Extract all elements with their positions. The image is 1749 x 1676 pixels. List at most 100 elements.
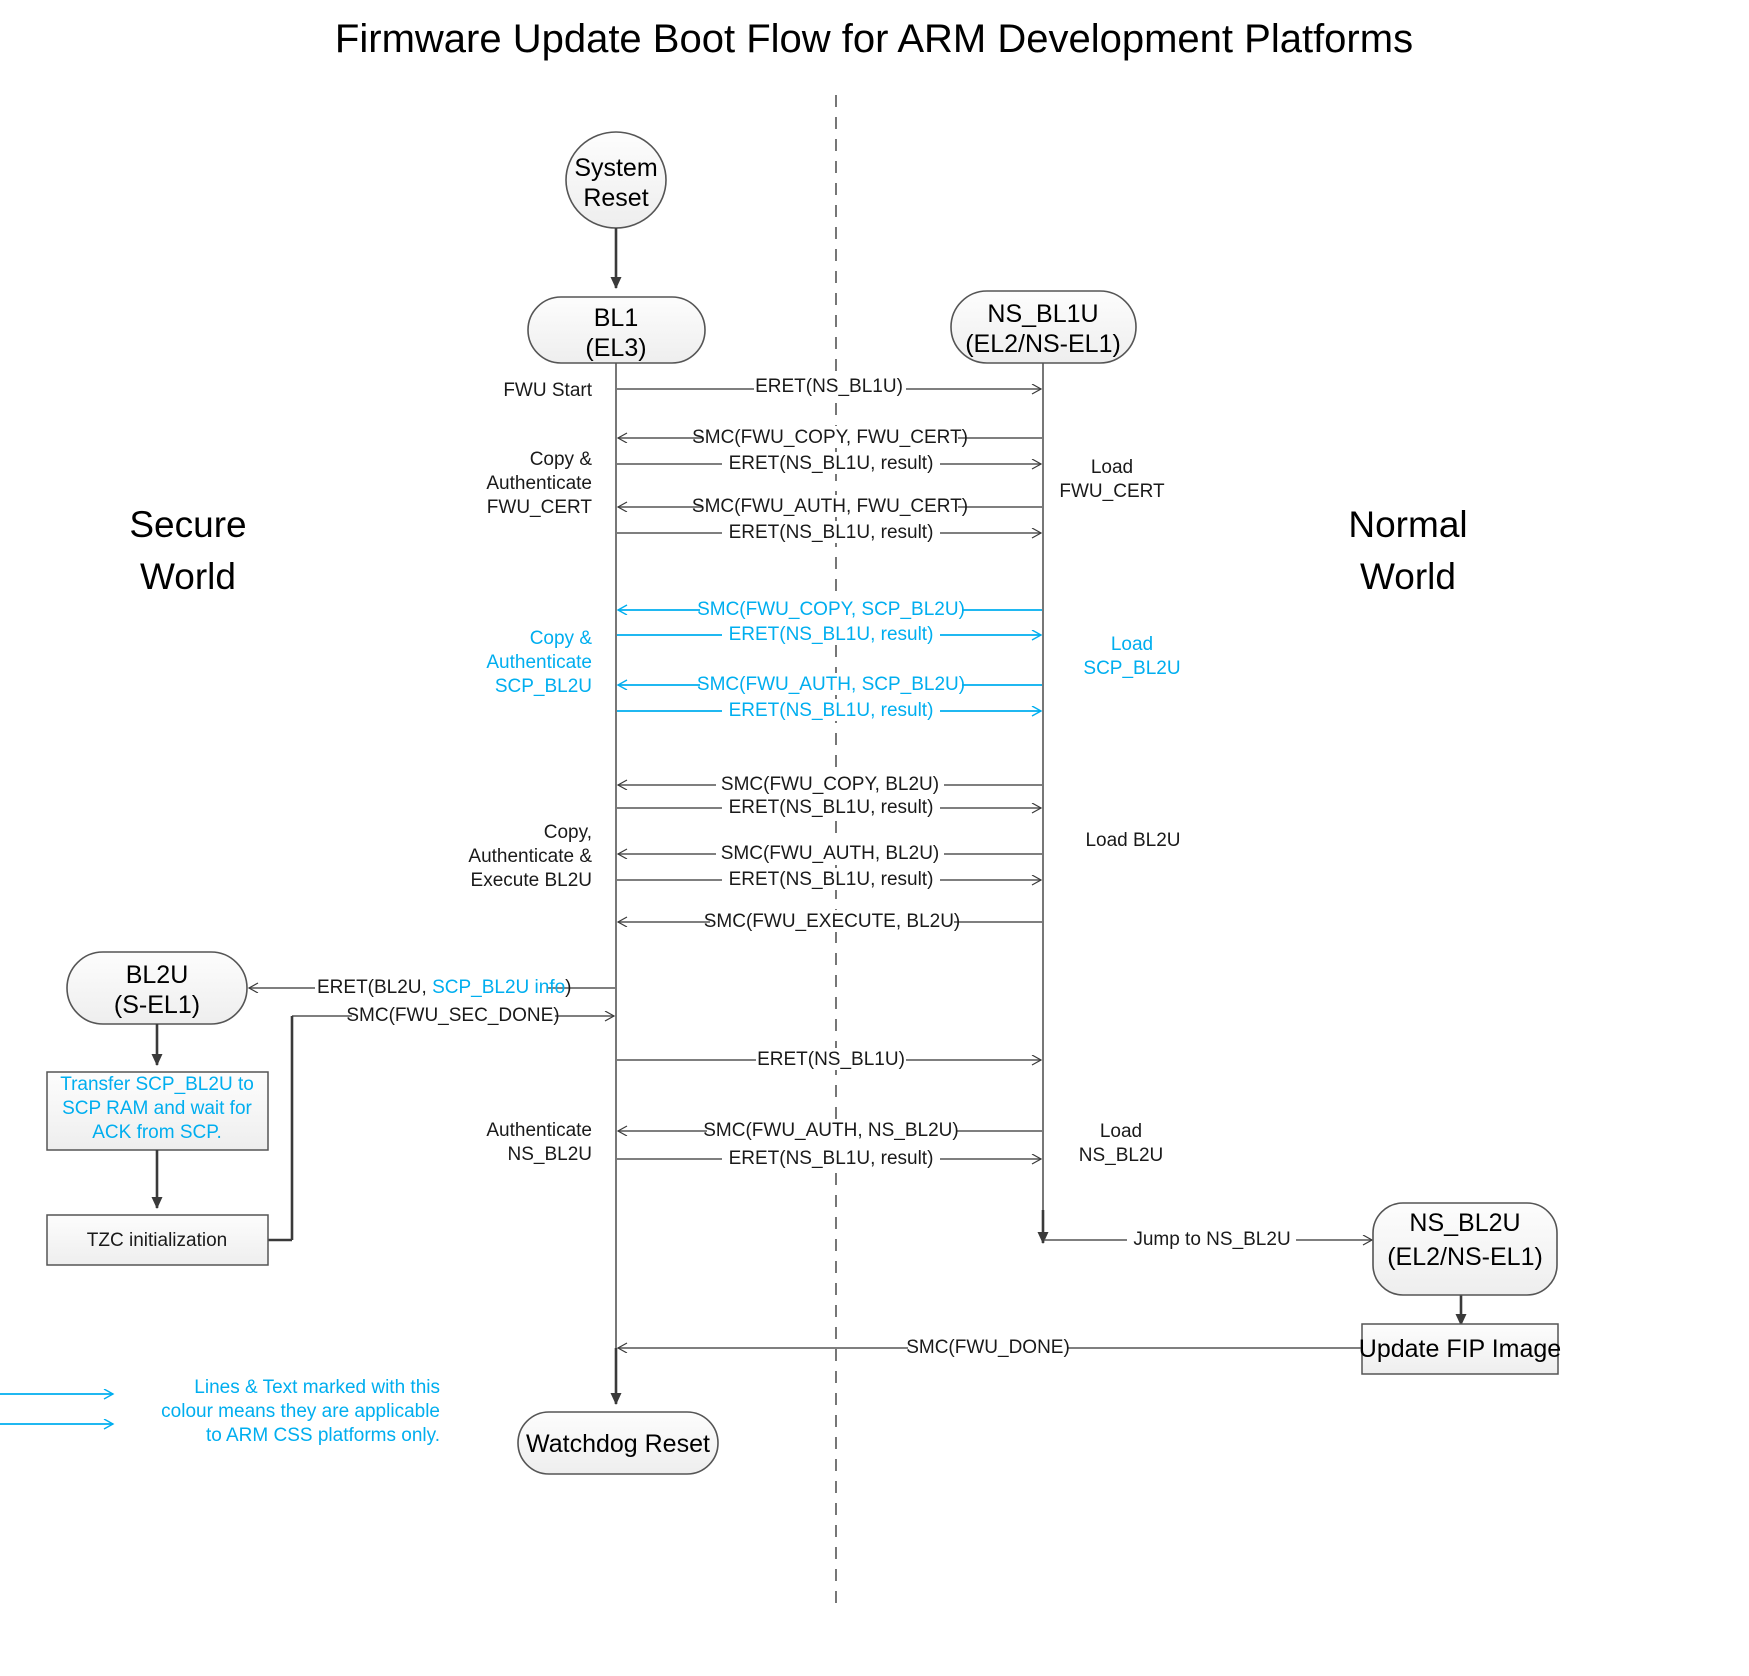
transfer-line2: SCP RAM and wait for [62,1098,252,1119]
node-watchdog-reset[interactable]: Watchdog Reset [517,1411,719,1475]
ns-bl1u-line1: NS_BL1U [987,300,1098,328]
eret-bl2u-cyan-part: SCP_BL2U info [432,977,565,998]
node-bl1[interactable]: BL1 (EL3) [527,296,706,364]
annotation-line: Load BL2U [1085,830,1180,851]
bl1-line2: (EL3) [585,334,646,362]
message-label: ERET(NS_BL1U, result) [729,624,934,645]
annotation-line: Copy & [530,628,593,649]
node-system-reset[interactable]: System Reset [565,131,667,229]
eret-bl2u-prefix: ERET(BL2U, [317,977,432,998]
system-reset-line2: Reset [583,184,648,212]
message-m12: SMC(FWU_AUTH, BL2U) [618,842,1042,864]
system-reset-line1: System [574,154,657,182]
message-m9: ERET(NS_BL1U, result) [617,699,1041,721]
eret-bl2u-suffix: ) [565,977,571,998]
message-m8: SMC(FWU_AUTH, SCP_BL2U) [618,673,1042,695]
message-m5: ERET(NS_BL1U, result) [617,521,1041,543]
annotation-line: FWU_CERT [487,497,593,518]
annotation-line: Execute BL2U [471,870,592,891]
ns-bl1u-line2: (EL2/NS-EL1) [965,330,1121,358]
annotation-line: Authenticate [486,473,592,494]
legend-line2: colour means they are applicable [161,1401,440,1422]
message-label: ERET(NS_BL1U, result) [729,797,934,818]
message-smc-fwu-done: SMC(FWU_DONE) [618,1336,1361,1358]
message-label: ERET(NS_BL1U, result) [729,453,934,474]
message-label: SMC(FWU_AUTH, FWU_CERT) [692,496,968,517]
annotation-line: Authenticate [486,1120,592,1141]
message-label: SMC(FWU_AUTH, BL2U) [721,843,940,864]
message-m17: ERET(NS_BL1U, result) [617,1147,1041,1169]
message-eret-bl2u: ERET(BL2U, SCP_BL2U info) [249,976,615,998]
annotation-load-scp-bl2u: Load SCP_BL2U [1083,634,1180,679]
annotation-line: SCP_BL2U [1083,658,1180,679]
annotation-copy-auth-scp-bl2u: Copy & Authenticate SCP_BL2U [486,628,592,697]
message-label: ERET(NS_BL1U, result) [729,869,934,890]
message-m3: ERET(NS_BL1U, result) [617,452,1041,474]
secure-world-line1: Secure [129,504,246,545]
message-label: ERET(NS_BL1U, result) [729,522,934,543]
watchdog-reset-label: Watchdog Reset [526,1430,710,1458]
annotation-load-ns-bl2u: Load NS_BL2U [1079,1121,1164,1166]
bl2u-line1: BL2U [126,961,189,989]
annotation-copy-auth-exec-bl2u: Copy, Authenticate & Execute BL2U [468,822,592,891]
eret-bl2u-label: ERET(BL2U, SCP_BL2U info) [317,977,572,998]
annotation-authenticate-ns-bl2u: Authenticate NS_BL2U [486,1120,592,1165]
message-jump-to-ns-bl2u: Jump to NS_BL2U [1044,1228,1372,1250]
node-ns-bl1u[interactable]: NS_BL1U (EL2/NS-EL1) [950,290,1137,364]
message-label: SMC(FWU_AUTH, NS_BL2U) [703,1120,958,1141]
message-m7: ERET(NS_BL1U, result) [617,623,1041,645]
message-m1: ERET(NS_BL1U) [617,376,1041,398]
update-fip-label: Update FIP Image [1359,1335,1561,1363]
message-m10: SMC(FWU_COPY, BL2U) [618,773,1042,795]
bl1-line1: BL1 [594,304,638,332]
bl2u-line2: (S-EL1) [114,991,200,1019]
secure-world-label: Secure World [129,504,246,597]
message-label: SMC(FWU_COPY, FWU_CERT) [692,427,968,448]
message-label: ERET(NS_BL1U) [757,1049,905,1070]
annotation-line: SCP_BL2U [495,676,592,697]
transfer-line1: Transfer SCP_BL2U to [60,1074,254,1095]
annotation-line: NS_BL2U [1079,1145,1164,1166]
message-label: SMC(FWU_COPY, BL2U) [721,774,939,795]
annotation-line: FWU_CERT [1059,481,1165,502]
message-smc-fwu-sec-done: SMC(FWU_SEC_DONE) [292,1004,614,1026]
jump-label: Jump to NS_BL2U [1133,1229,1290,1250]
annotation-line: FWU Start [503,380,592,401]
message-m16: SMC(FWU_AUTH, NS_BL2U) [618,1119,1042,1141]
box-tzc-initialization[interactable]: TZC initialization [46,1214,269,1266]
message-label: SMC(FWU_COPY, SCP_BL2U) [697,599,965,620]
box-transfer-scp-bl2u[interactable]: Transfer SCP_BL2U to SCP RAM and wait fo… [46,1071,269,1151]
annotation-line: Load [1091,457,1133,478]
annotation-load-fwu-cert: Load FWU_CERT [1059,457,1165,502]
smc-sec-done-label: SMC(FWU_SEC_DONE) [346,1005,559,1026]
secure-world-line2: World [140,556,236,597]
message-label: ERET(NS_BL1U, result) [729,1148,934,1169]
message-m6: SMC(FWU_COPY, SCP_BL2U) [618,598,1042,620]
message-m4: SMC(FWU_AUTH, FWU_CERT) [618,495,1042,517]
annotation-line: Copy & [530,449,593,470]
ns-bl2u-line1: NS_BL2U [1409,1209,1520,1237]
message-label: SMC(FWU_AUTH, SCP_BL2U) [697,674,965,695]
annotation-line: Copy, [544,822,592,843]
node-ns-bl2u[interactable]: NS_BL2U (EL2/NS-EL1) [1372,1202,1558,1296]
annotation-line: Authenticate [486,652,592,673]
smc-fwu-done-label: SMC(FWU_DONE) [906,1337,1070,1358]
box-update-fip-image[interactable]: Update FIP Image [1359,1323,1561,1375]
normal-world-line1: Normal [1348,504,1467,545]
annotation-line: Authenticate & [468,846,592,867]
message-m2: SMC(FWU_COPY, FWU_CERT) [618,426,1042,448]
message-m14: SMC(FWU_EXECUTE, BL2U) [618,910,1042,932]
annotation-line: NS_BL2U [508,1144,593,1165]
message-label: SMC(FWU_EXECUTE, BL2U) [704,911,961,932]
annotation-line: Load [1100,1121,1142,1142]
legend-line1: Lines & Text marked with this [194,1377,440,1398]
annotation-copy-auth-fwu-cert: Copy & Authenticate FWU_CERT [486,449,592,518]
legend: Lines & Text marked with this colour mea… [0,1377,440,1446]
node-bl2u[interactable]: BL2U (S-EL1) [66,951,248,1025]
legend-line3: to ARM CSS platforms only. [206,1425,440,1446]
normal-world-line2: World [1360,556,1456,597]
tzc-init-label: TZC initialization [87,1230,227,1251]
message-m11: ERET(NS_BL1U, result) [617,796,1041,818]
normal-world-label: Normal World [1348,504,1467,597]
